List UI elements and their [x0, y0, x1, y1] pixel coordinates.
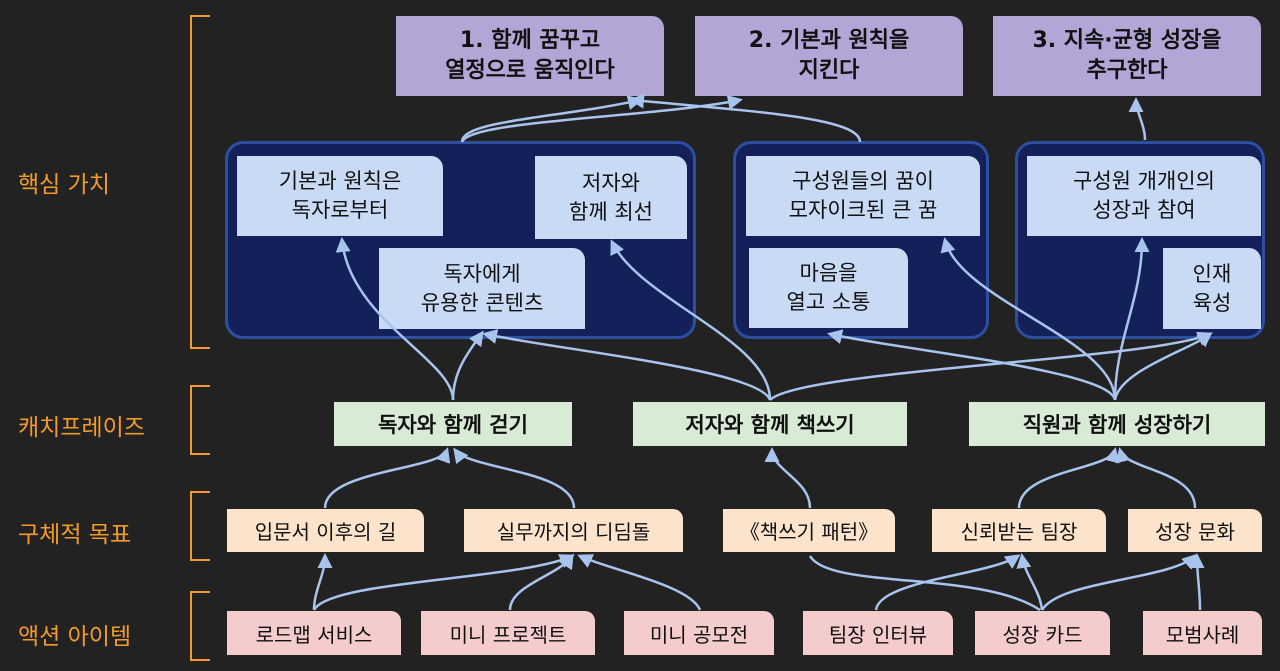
catchphrase-staff: 직원과 함께 성장하기 — [969, 402, 1265, 446]
goal-growth-culture: 성장 문화 — [1128, 509, 1262, 552]
arrow-goal1-to-reader — [323, 447, 451, 509]
value-box-talent: 인재 육성 — [1163, 248, 1261, 329]
arrow-to-top-value-1 — [460, 95, 643, 143]
bracket-actions — [190, 591, 210, 661]
arrow-author-to-useful — [482, 329, 772, 401]
arrow-interview-to-goal4 — [874, 554, 1021, 611]
value-box-mosaic: 구성원들의 꿈이 모자이크된 큰 꿈 — [746, 156, 980, 236]
level-label-core-values: 핵심 가치 — [18, 172, 110, 198]
action-best-practice: 모범사례 — [1143, 611, 1262, 655]
arrow-author-to-talent — [769, 331, 1213, 401]
arrow-staff-to-talent — [1113, 332, 1213, 401]
action-leader-interview: 팀장 인터뷰 — [803, 611, 953, 655]
top-value-2: 2. 기본과 원칙을 지킨다 — [695, 16, 963, 96]
arrow-miniproj-to-goal2 — [508, 553, 574, 611]
catchphrase-reader: 독자와 함께 걷기 — [334, 402, 572, 446]
arrow-group1-to-top-2 — [460, 94, 743, 143]
goal-beyond-intro: 입문서 이후의 길 — [227, 509, 424, 552]
arrow-goal3-to-card — [808, 555, 1041, 612]
action-mini-contest: 미니 공모전 — [624, 611, 774, 655]
arrow-to-top-value-2 — [629, 93, 862, 143]
arrow-author-to-with-author — [610, 239, 772, 401]
action-mini-project: 미니 프로젝트 — [421, 611, 595, 655]
goal-writing-patterns: 《책쓰기 패턴》 — [723, 509, 895, 552]
top-value-3: 3. 지속·균형 성장을 추구한다 — [993, 16, 1261, 96]
arrow-staff-to-open-mind — [827, 329, 1117, 401]
bracket-goals — [190, 491, 210, 561]
arrow-practice-to-goal5 — [1189, 553, 1205, 611]
value-box-open-mind: 마음을 열고 소통 — [749, 248, 908, 328]
arrow-to-top-value-3 — [1128, 97, 1147, 141]
value-box-useful-content: 독자에게 유용한 콘텐츠 — [379, 248, 585, 329]
level-label-goals: 구체적 목표 — [18, 522, 132, 548]
arrow-contest-to-goal2 — [577, 554, 702, 611]
arrow-goal5-to-staff — [1115, 447, 1197, 509]
arrow-goal3-to-author — [764, 447, 812, 509]
arrow-staff-to-growth — [1113, 237, 1150, 401]
arrow-reader-to-useful — [451, 330, 484, 401]
arrow-goal2-to-reader — [453, 447, 576, 509]
action-growth-card: 성장 카드 — [975, 611, 1110, 655]
arrow-roadmap-to-goal2 — [312, 554, 575, 611]
arrow-card-to-goal5 — [1040, 553, 1198, 611]
value-box-growth: 구성원 개개인의 성장과 참여 — [1027, 156, 1261, 236]
level-label-catchphrase: 캐치프레이즈 — [18, 415, 145, 441]
goal-stepping-stone: 실무까지의 디딤돌 — [464, 509, 683, 552]
action-roadmap: 로드맵 서비스 — [227, 611, 401, 655]
value-box-basics: 기본과 원칙은 독자로부터 — [237, 156, 443, 236]
top-value-1: 1. 함께 꿈꾸고 열정으로 움직인다 — [396, 16, 664, 96]
arrow-reader-to-basics — [335, 237, 455, 401]
arrow-roadmap-to-goal1 — [312, 553, 333, 611]
arrow-card-to-goal4 — [1016, 553, 1044, 611]
value-box-with-author: 저자와 함께 최선 — [535, 156, 687, 239]
arrow-staff-to-mosaic — [940, 237, 1117, 401]
bracket-catchphrase — [190, 385, 210, 455]
level-label-actions: 액션 아이템 — [18, 624, 132, 650]
goal-trusted-leader: 신뢰받는 팀장 — [932, 509, 1106, 552]
bracket-core-values — [190, 15, 210, 349]
catchphrase-author: 저자와 함께 책쓰기 — [633, 402, 907, 446]
arrow-goal4-to-staff — [1017, 447, 1120, 509]
